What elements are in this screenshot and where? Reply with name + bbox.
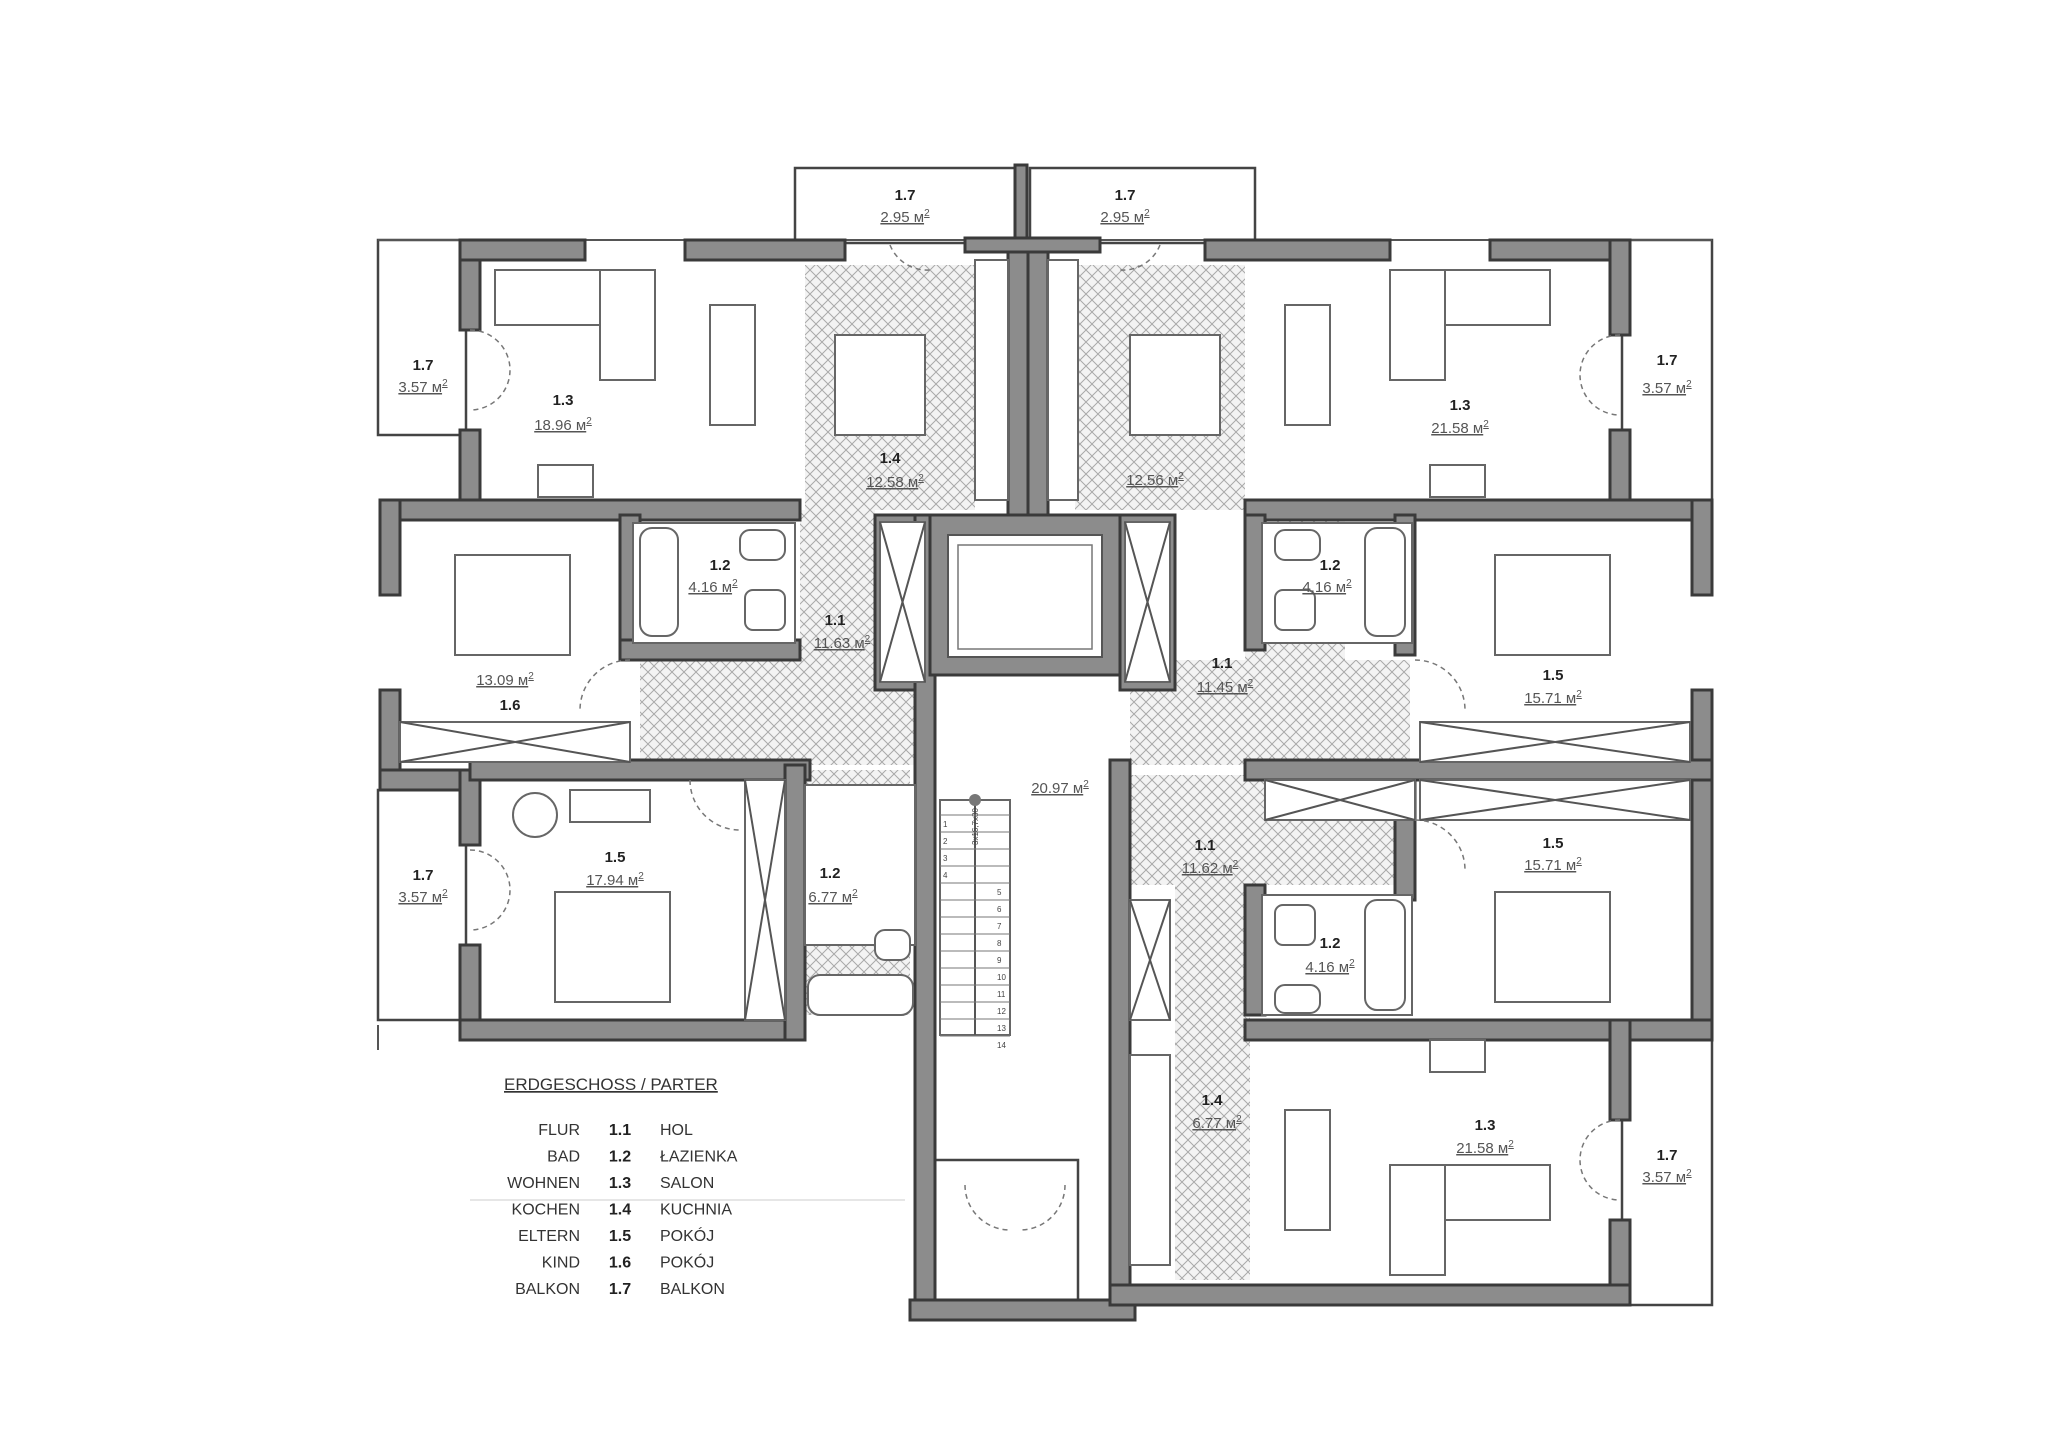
- room-num-e-parents-2: 1.5: [1543, 835, 1564, 852]
- legend-label-de: KOCHEN: [512, 1202, 580, 1219]
- legend: ERDGESCHOSS / PARTER: [470, 1075, 905, 1201]
- room-area-e-parents-2: 15.71 м2: [1524, 856, 1582, 874]
- legend-room-number: 1.6: [609, 1255, 631, 1272]
- room-area-e-balcony-1: 3.57 м2: [1642, 379, 1692, 397]
- legend-rows: FLUR 1.1 HOL BAD 1.2 ŁAZIENKA WOHNEN 1.3 SALON KO…: [507, 1122, 738, 1298]
- room-area-e-salon-2: 21.58 м2: [1456, 1139, 1514, 1157]
- stair-note: 3x16,7x30: [971, 808, 980, 845]
- room-num-e-salon: 1.3: [1450, 397, 1471, 414]
- room-num-e-bath-1: 1.2: [1320, 557, 1341, 574]
- walls: [378, 163, 1714, 1322]
- legend-label-pl: POKÓJ: [660, 1226, 714, 1245]
- room-num-nw-balcony-top: 1.7: [895, 187, 916, 204]
- room-num-e-kitchen-2: 1.4: [1202, 1092, 1224, 1109]
- legend-label-de: KIND: [542, 1255, 580, 1272]
- stair-step-number: 6: [997, 905, 1002, 914]
- stair-step-number: 8: [997, 939, 1002, 948]
- legend-label-pl: BALKON: [660, 1281, 725, 1298]
- room-area-nw-balcony-top: 2.95 м2: [880, 208, 930, 226]
- legend-label-pl: POKÓJ: [660, 1253, 714, 1272]
- legend-room-number: 1.3: [609, 1175, 631, 1192]
- legend-label-pl: SALON: [660, 1175, 714, 1192]
- legend-label-pl: ŁAZIENKA: [660, 1149, 738, 1166]
- legend-room-number: 1.2: [609, 1149, 631, 1166]
- legend-room-number: 1.7: [609, 1281, 631, 1298]
- legend-label-pl: KUCHNIA: [660, 1202, 732, 1219]
- legend-label-pl: HOL: [660, 1122, 693, 1139]
- room-area-w-parents: 17.94 м2: [586, 871, 644, 889]
- stair-step-number: 2: [943, 837, 948, 846]
- room-area-ne-balcony-top: 2.95 м2: [1100, 208, 1150, 226]
- room-num-e-bath-2: 1.2: [1320, 935, 1341, 952]
- legend-label-de: WOHNEN: [507, 1175, 580, 1192]
- room-area-w-bath-1: 4.16 м2: [688, 578, 738, 596]
- stair-step-number: 12: [997, 1007, 1006, 1016]
- room-num-w-hall: 1.1: [825, 612, 846, 629]
- legend-label-de: BALKON: [515, 1281, 580, 1298]
- room-area-e-bath-1: 4.16 м2: [1302, 578, 1352, 596]
- room-area-e-hall-2: 11.62 м2: [1182, 859, 1239, 877]
- stair-step-number: 7: [997, 922, 1002, 931]
- stair-step-number: 5: [997, 888, 1002, 897]
- room-num-w-child: 1.6: [500, 697, 521, 714]
- room-area-stair: 20.97 м2: [1031, 779, 1089, 797]
- room-labels: 1.7 2.95 м2 1.7 2.95 м2 1.7 3.57 м2 1.3 …: [398, 187, 1692, 1186]
- stair-step-number: 10: [997, 973, 1006, 982]
- room-num-e-hall-1: 1.1: [1212, 655, 1233, 672]
- room-area-e-kitchen-2: 6.77 м2: [1192, 1114, 1242, 1132]
- room-area-w-salon: 18.96 м2: [534, 416, 592, 434]
- legend-room-number: 1.5: [609, 1228, 631, 1245]
- legend-label-de: BAD: [547, 1149, 580, 1166]
- legend-label-de: ELTERN: [518, 1228, 580, 1245]
- room-num-w-salon: 1.3: [553, 392, 574, 409]
- room-num-w-bath-2: 1.2: [820, 865, 841, 882]
- stair-step-number: 11: [997, 990, 1006, 999]
- legend-room-number: 1.1: [609, 1122, 631, 1139]
- room-num-e-hall-2: 1.1: [1195, 837, 1216, 854]
- stair-step-number: 3: [943, 854, 948, 863]
- room-area-w-bath-2: 6.77 м2: [808, 888, 858, 906]
- furniture: [454, 269, 1611, 1276]
- room-area-e-hall-1: 11.45 м2: [1197, 678, 1254, 696]
- legend-room-number: 1.4: [609, 1202, 631, 1219]
- stair-step-number: 14: [997, 1041, 1006, 1050]
- room-num-w-balcony-2: 1.7: [413, 867, 434, 884]
- room-area-e-balcony-2: 3.57 м2: [1642, 1168, 1692, 1186]
- room-num-ne-balcony-top: 1.7: [1115, 187, 1136, 204]
- fixtures: [399, 259, 1691, 1266]
- legend-title: ERDGESCHOSS / PARTER: [504, 1075, 718, 1094]
- room-num-w-kitchen: 1.4: [880, 450, 902, 467]
- room-num-e-salon-2: 1.3: [1475, 1117, 1496, 1134]
- room-num-w-balcony-1: 1.7: [413, 357, 434, 374]
- doors: [469, 244, 1621, 1231]
- room-num-w-parents: 1.5: [605, 849, 626, 866]
- stair-step-number: 9: [997, 956, 1002, 965]
- legend-label-de: FLUR: [538, 1122, 580, 1139]
- room-area-w-hall: 11.63 м2: [814, 634, 871, 652]
- room-area-e-bath-2: 4.16 м2: [1305, 958, 1355, 976]
- room-area-w-balcony-2: 3.57 м2: [398, 888, 448, 906]
- room-num-e-balcony-2: 1.7: [1657, 1147, 1678, 1164]
- room-area-w-balcony-1: 3.57 м2: [398, 378, 448, 396]
- room-area-w-kitchen: 12.58 м2: [866, 473, 924, 491]
- room-num-w-bath-1: 1.2: [710, 557, 731, 574]
- room-area-e-parents-1: 15.71 м2: [1524, 689, 1582, 707]
- room-area-w-child: 13.09 м2: [476, 671, 534, 689]
- stair-step-number: 1: [943, 820, 948, 829]
- stair-step-number: 13: [997, 1024, 1006, 1033]
- room-area-e-salon: 21.58 м2: [1431, 419, 1489, 437]
- room-num-e-balcony-1: 1.7: [1657, 352, 1678, 369]
- room-area-e-kitchen: 12.56 м2: [1126, 471, 1184, 489]
- room-num-e-parents-1: 1.5: [1543, 667, 1564, 684]
- stair-step-number: 4: [943, 871, 948, 880]
